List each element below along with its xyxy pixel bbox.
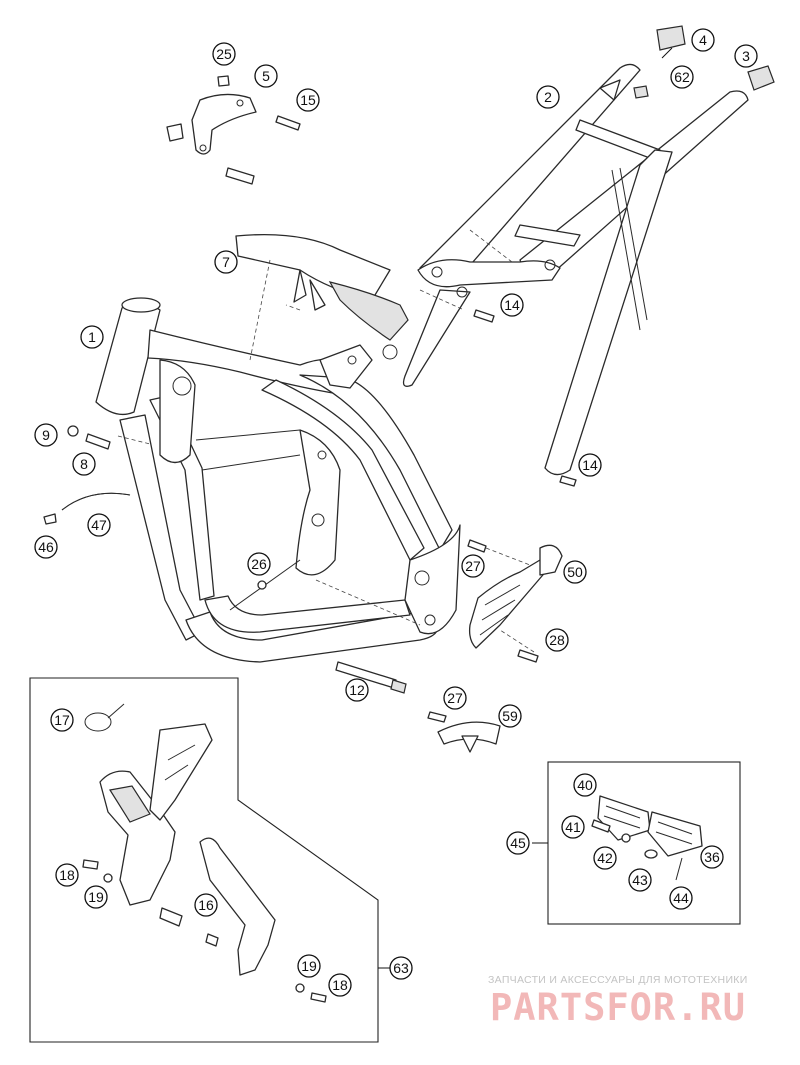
- footpeg-group-box: [532, 761, 741, 925]
- svg-text:5: 5: [262, 68, 270, 84]
- callout-19a: 19: [84, 885, 108, 909]
- callout-27b: 27: [443, 686, 467, 710]
- callout-47: 47: [87, 513, 111, 537]
- callout-36: 36: [700, 845, 724, 869]
- rear-end-caps: [656, 25, 775, 91]
- callout-46: 46: [34, 535, 58, 559]
- callout-17: 17: [50, 708, 74, 732]
- svg-text:36: 36: [704, 849, 720, 865]
- callout-42: 42: [593, 846, 617, 870]
- watermark-logo: PARTSFOR.RU: [490, 986, 747, 1029]
- svg-text:18: 18: [59, 867, 75, 883]
- footpeg-assembly: [591, 795, 703, 881]
- chain-slider: [437, 721, 501, 753]
- svg-text:50: 50: [567, 564, 583, 580]
- chain-guide: [468, 544, 563, 649]
- svg-text:46: 46: [38, 539, 54, 555]
- svg-text:45: 45: [510, 835, 526, 851]
- subframe: [402, 63, 749, 476]
- callout-27a: 27: [461, 554, 485, 578]
- callout-26: 26: [247, 552, 271, 576]
- svg-text:19: 19: [88, 889, 104, 905]
- svg-text:47: 47: [91, 517, 107, 533]
- svg-text:42: 42: [597, 850, 613, 866]
- callout-4: 4: [691, 28, 715, 52]
- frame-protector-right: [159, 837, 327, 1003]
- callout-12: 12: [345, 678, 369, 702]
- callout-14b: 14: [578, 453, 602, 477]
- callout-1: 1: [80, 325, 104, 349]
- svg-text:40: 40: [577, 777, 593, 793]
- callout-62: 62: [670, 65, 694, 89]
- small-parts: [43, 85, 649, 723]
- svg-text:14: 14: [582, 457, 598, 473]
- svg-text:14: 14: [504, 297, 520, 313]
- svg-text:15: 15: [300, 92, 316, 108]
- callout-18a: 18: [55, 863, 79, 887]
- svg-text:43: 43: [632, 872, 648, 888]
- svg-text:7: 7: [222, 254, 230, 270]
- callout-19b: 19: [297, 954, 321, 978]
- callout-14a: 14: [500, 293, 524, 317]
- svg-text:18: 18: [332, 977, 348, 993]
- svg-text:8: 8: [80, 456, 88, 472]
- callout-15: 15: [296, 88, 320, 112]
- svg-text:4: 4: [699, 32, 707, 48]
- callout-40: 40: [573, 773, 597, 797]
- svg-text:26: 26: [251, 556, 267, 572]
- svg-text:1: 1: [88, 329, 96, 345]
- svg-text:25: 25: [216, 46, 232, 62]
- callout-8: 8: [72, 452, 96, 476]
- svg-text:2: 2: [544, 89, 552, 105]
- main-frame: [95, 297, 461, 663]
- svg-text:16: 16: [198, 897, 214, 913]
- svg-text:44: 44: [673, 890, 689, 906]
- svg-text:3: 3: [742, 48, 750, 64]
- svg-text:17: 17: [54, 712, 70, 728]
- callout-18b: 18: [328, 973, 352, 997]
- svg-text:9: 9: [42, 427, 50, 443]
- svg-text:63: 63: [393, 960, 409, 976]
- watermark-tagline: ЗАПЧАСТИ И АКСЕССУАРЫ ДЛЯ МОТОТЕХНИКИ: [488, 974, 748, 986]
- svg-text:59: 59: [502, 708, 518, 724]
- callout-5: 5: [254, 64, 278, 88]
- svg-text:27: 27: [447, 690, 463, 706]
- svg-text:19: 19: [301, 958, 317, 974]
- bracket-5: [166, 75, 301, 185]
- callout-25: 25: [212, 42, 236, 66]
- callout-63: 63: [389, 956, 413, 980]
- callout-28: 28: [545, 628, 569, 652]
- svg-text:12: 12: [349, 682, 365, 698]
- frame-protector-left: [82, 723, 213, 906]
- callout-41: 41: [561, 815, 585, 839]
- callout-44: 44: [669, 886, 693, 910]
- svg-text:28: 28: [549, 632, 565, 648]
- svg-text:41: 41: [565, 819, 581, 835]
- callout-50: 50: [563, 560, 587, 584]
- svg-text:27: 27: [465, 558, 481, 574]
- callout-59: 59: [498, 704, 522, 728]
- svg-text:62: 62: [674, 69, 690, 85]
- callout-3: 3: [734, 44, 758, 68]
- cable-tie: [84, 703, 125, 732]
- callout-43: 43: [628, 868, 652, 892]
- alignment-lines: [117, 229, 535, 653]
- callout-45: 45: [506, 831, 530, 855]
- callout-7: 7: [214, 250, 238, 274]
- callout-9: 9: [34, 423, 58, 447]
- callout-2: 2: [536, 85, 560, 109]
- protector-group-box: [29, 677, 390, 1043]
- callout-16: 16: [194, 893, 218, 917]
- bracket-7: [235, 234, 409, 360]
